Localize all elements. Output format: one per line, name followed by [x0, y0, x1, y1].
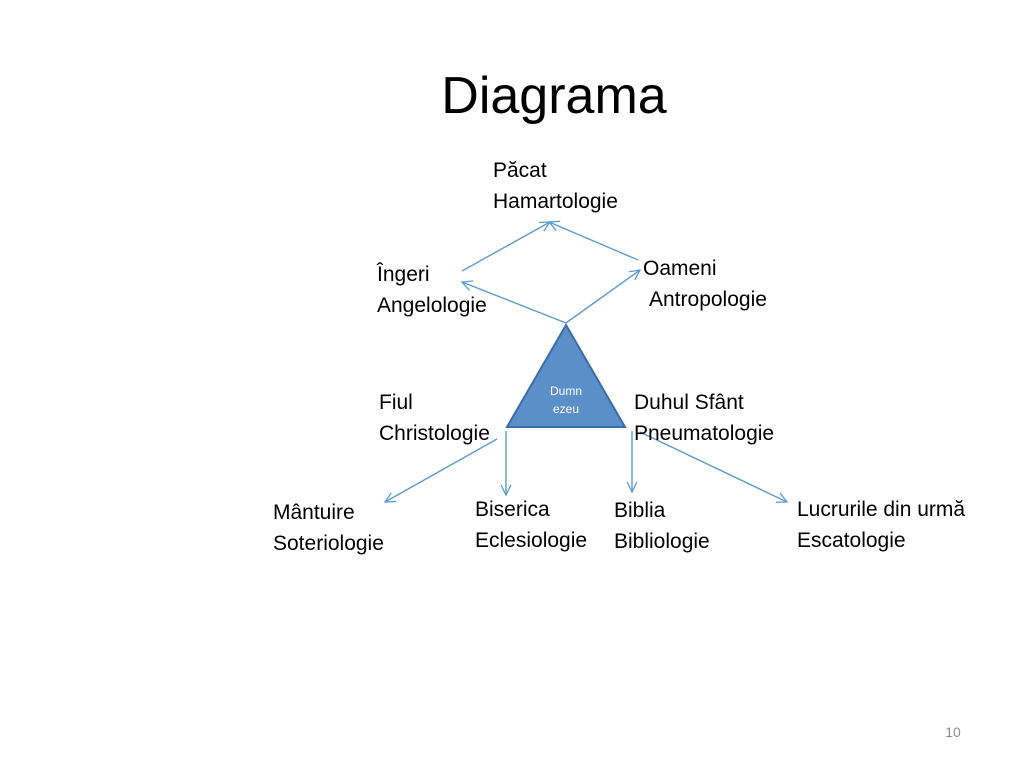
node-lucrurile: Lucrurile din urmă Escatologie [797, 494, 965, 556]
dumnezeu-label: Dumn ezeu [540, 382, 592, 418]
arrow-duhul-to-lucrurile [639, 431, 787, 502]
node-mantuire-name: Mântuire [273, 501, 355, 524]
arrow-oameni-to-pacat [549, 222, 639, 261]
node-oameni: Oameni Antropologie [643, 253, 767, 315]
node-biblia: Biblia Bibliologie [614, 495, 710, 557]
node-pacat-discipline: Hamartologie [493, 190, 618, 213]
node-oameni-name: Oameni [643, 257, 717, 280]
node-biblia-name: Biblia [614, 499, 666, 522]
slide-title: Diagrama [441, 67, 667, 125]
node-biblia-discipline: Bibliologie [614, 530, 710, 553]
node-pacat: Păcat Hamartologie [493, 155, 618, 217]
node-lucrurile-name: Lucrurile din urmă [797, 498, 966, 521]
dumnezeu-triangle [505, 323, 627, 428]
node-oameni-discipline: Antropologie [649, 288, 767, 311]
node-biserica-name: Biserica [475, 498, 550, 521]
node-fiul: Fiul Christologie [379, 387, 490, 449]
dumnezeu-label-line2: ezeu [552, 402, 580, 416]
node-pacat-name: Păcat [493, 159, 547, 182]
arrow-dumnezeu-to-ingeri [462, 282, 567, 324]
node-ingeri-discipline: Angelologie [377, 294, 487, 317]
node-biserica: Biserica Eclesiologie [475, 494, 587, 556]
node-duhul-discipline: Pneumatologie [634, 422, 775, 445]
node-fiul-name: Fiul [379, 391, 413, 414]
node-fiul-discipline: Christologie [379, 422, 490, 445]
node-duhul-name: Duhul Sfânt [634, 391, 744, 414]
node-ingeri: Îngeri Angelologie [377, 259, 487, 321]
arrow-fiul-to-mantuire [385, 438, 498, 502]
node-ingeri-name: Îngeri [377, 263, 430, 286]
page-number: 10 [945, 724, 961, 740]
node-mantuire: Mântuire Soteriologie [273, 497, 384, 559]
node-lucrurile-discipline: Escatologie [797, 529, 906, 552]
node-mantuire-discipline: Soteriologie [273, 532, 384, 555]
arrow-ingeri-to-pacat [461, 222, 550, 272]
node-duhul: Duhul Sfânt Pneumatologie [634, 387, 774, 449]
node-biserica-discipline: Eclesiologie [475, 529, 588, 552]
arrow-dumnezeu-to-oameni [565, 270, 640, 324]
dumnezeu-label-line1: Dumn [549, 384, 582, 398]
